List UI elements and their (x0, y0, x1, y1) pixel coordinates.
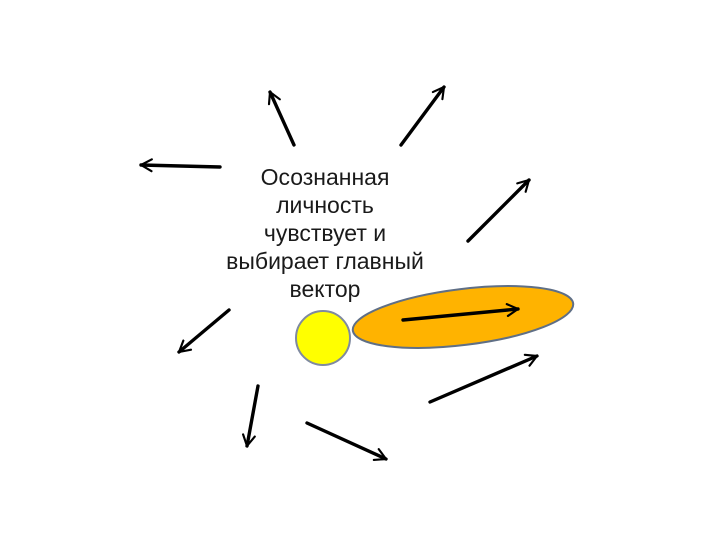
caption-line-3: чувствует и (263, 220, 387, 246)
main-vector-arrow (401, 303, 520, 322)
caption-line-4: выбирает главный (226, 248, 424, 274)
arrow-right-upper (466, 178, 531, 243)
arrow-right-lower (428, 353, 539, 404)
arrow-down-right (305, 421, 388, 462)
caption-line-5: вектор (289, 276, 361, 302)
caption-line-2: личность (276, 192, 374, 218)
arrow-down-left (177, 308, 231, 354)
person-circle (295, 310, 351, 366)
arrow-up-right (399, 85, 446, 147)
caption-line-1: Осознанная (260, 164, 390, 190)
arrow-left (139, 158, 222, 173)
caption-text: Осознанная личность чувствует и выбирает… (200, 163, 450, 303)
main-vector-ellipse (351, 285, 575, 349)
arrow-up (267, 90, 296, 147)
arrow-down (242, 384, 260, 448)
